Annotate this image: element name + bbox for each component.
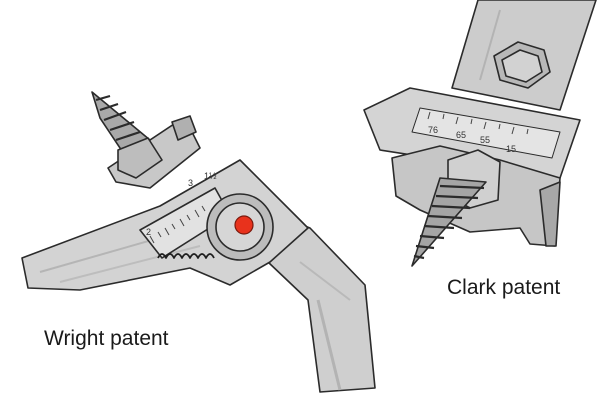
clark-patent-label: Clark patent <box>447 276 561 299</box>
wright-patent-label: Wright patent <box>44 327 169 350</box>
wright-scale-label-3: 3 <box>188 178 193 188</box>
clark-scale-label-65: 65 <box>456 130 466 140</box>
wright-scale-label-2: 2 <box>146 227 151 237</box>
wright-spring <box>157 253 215 259</box>
wright-adjust-pin <box>234 215 254 235</box>
clark-scale-label-76: 76 <box>428 125 438 135</box>
clark-lead-screw <box>411 177 487 267</box>
wright-scale-ticks <box>149 205 206 244</box>
clark-scale-label-15: 15 <box>506 144 516 154</box>
clark-scale-ticks <box>427 111 529 135</box>
wright-screw-collar <box>117 137 163 179</box>
clark-scale-label-55: 55 <box>480 135 490 145</box>
wright-patent-bit: 2 3 1½ <box>21 91 376 393</box>
clark-patent-bit: 76 65 55 15 <box>363 0 597 267</box>
wright-scale-label-1-5: 1½ <box>204 171 217 181</box>
